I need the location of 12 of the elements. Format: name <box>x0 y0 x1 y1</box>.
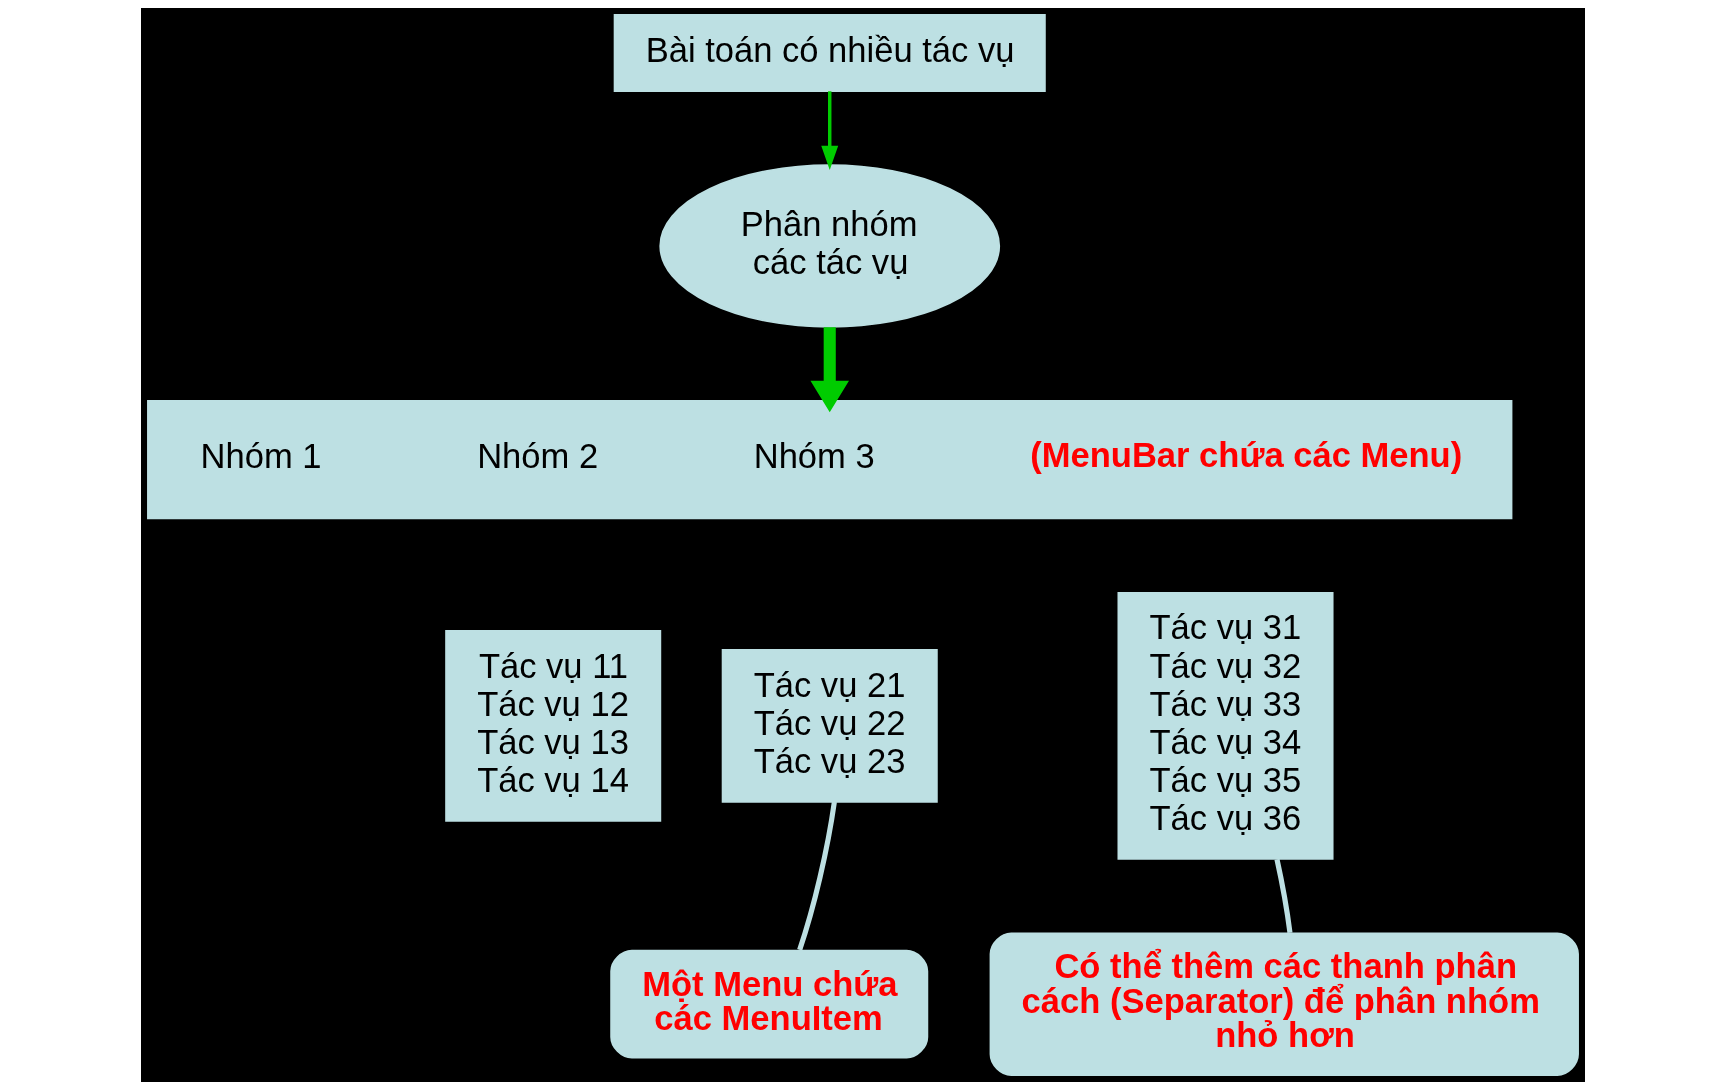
node-box: Bài toán có nhiều tác vụ <box>613 14 1046 92</box>
node-box: Tác vụ 31 Tác vụ 32 Tác vụ 33 Tác vụ 34 Tác vụ 35 Tác vụ 36 <box>1117 591 1334 860</box>
connector <box>796 801 837 951</box>
node-box: Tác vụ 11 Tác vụ 12 Tác vụ 13 Tác vụ 14 <box>444 630 661 822</box>
node-box: Nhóm 1 Nhóm 2 Nhóm 3 (MenuBar chứa các Menu) <box>146 400 1512 520</box>
node-box: Một Menu chứa các MenuItem <box>609 949 928 1059</box>
node-box: Tác vụ 21 Tác vụ 22 Tác vụ 23 <box>721 649 938 803</box>
node-ellipse: Phân nhóm các tác vụ <box>658 164 1000 328</box>
arrow <box>809 327 849 413</box>
node-box: Có thể thêm các thanh phân cách (Separator) để phân nhóm nhỏ hơn <box>989 932 1579 1076</box>
connector <box>1273 858 1293 934</box>
arrow <box>820 91 838 170</box>
